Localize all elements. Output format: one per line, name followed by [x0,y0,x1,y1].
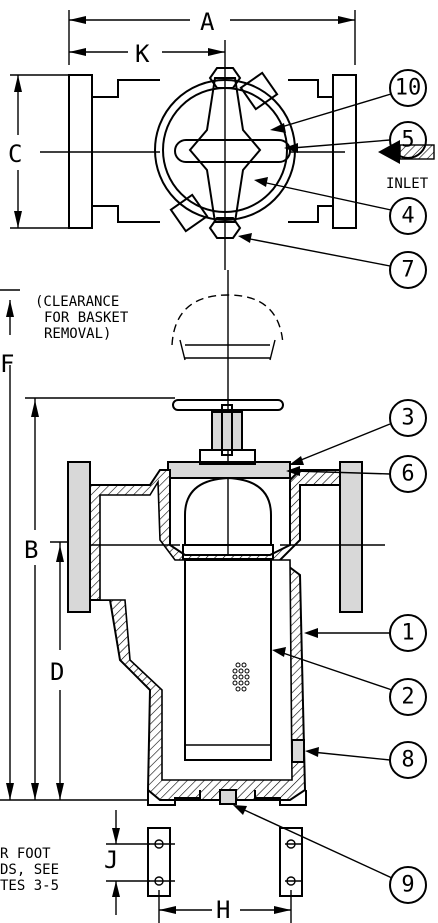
clearance-line-1: (CLEARANCE [35,294,119,310]
callout-8: 8 [401,748,414,773]
dim-h-label: H [216,896,230,923]
dim-k-label: K [135,40,150,68]
dim-b-label: B [24,536,38,564]
callout-4: 4 [401,204,414,229]
callout-7: 7 [401,258,414,283]
foot-note-line-2: DS, SEE [0,862,59,878]
callout-2: 2 [401,685,414,710]
top-view: A K C [8,8,435,270]
dim-j-label: J [104,846,118,874]
dim-d-label: D [50,658,64,686]
dim-a-label: A [200,8,215,36]
foot-plan: R FOOT DS, SEE TES 3-5 J H [0,810,303,923]
clearance-line-2: FOR BASKET [44,310,129,326]
section-callouts: 3 6 1 2 8 9 [233,399,427,904]
basket-perforations [232,662,250,692]
callout-3: 3 [401,406,414,431]
callout-5: 5 [401,128,414,153]
clearance-line-3: REMOVAL) [44,326,111,342]
callout-6: 6 [401,462,414,487]
dim-f-label: F [0,350,14,378]
foot-note-line-1: R FOOT [0,846,51,862]
inlet-label: INLET [386,176,429,192]
dim-c-label: C [8,140,22,168]
section-view: F B D (CLEARANCE FOR BASKET REMOVAL) [0,270,385,806]
callout-9: 9 [401,873,414,898]
callout-1: 1 [401,621,414,646]
top-callouts: 10 5 4 7 [238,69,427,289]
foot-note-line-3: TES 3-5 [0,878,59,894]
callout-10: 10 [395,76,422,101]
